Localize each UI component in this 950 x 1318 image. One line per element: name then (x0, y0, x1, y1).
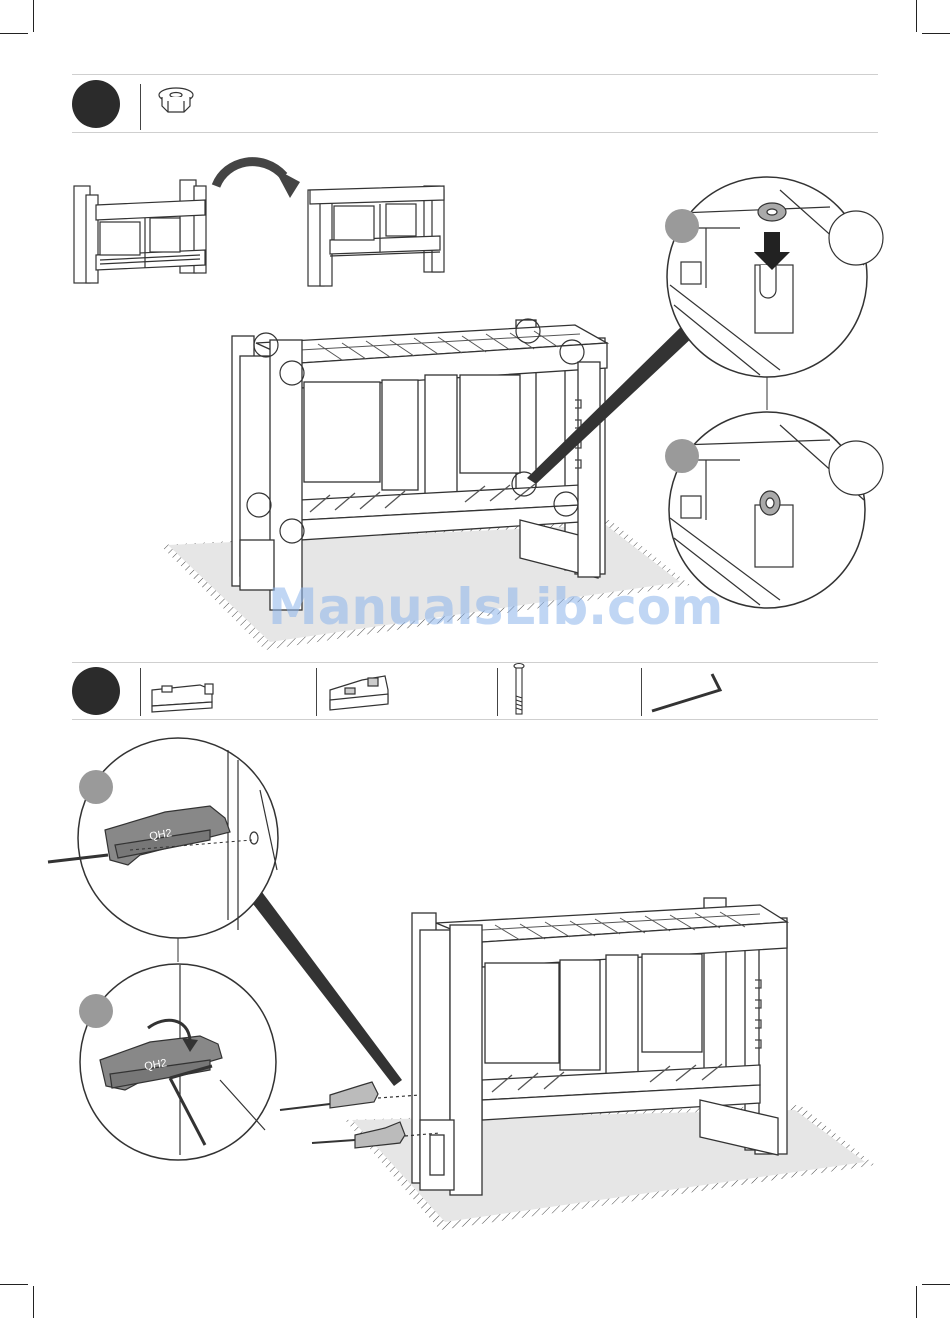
small-shelf-before-flip (74, 180, 206, 283)
detail-view-nut-insert (665, 177, 883, 377)
qh1-bracket-part-icon (152, 684, 213, 712)
hex-key-part-icon (652, 674, 720, 711)
flip-arrow-icon (216, 162, 300, 198)
detail-view-bracket-bolt: QH2 (48, 738, 278, 938)
qh2-bracket-part-icon (330, 676, 388, 710)
detail-view-bracket-tighten: QH2 (79, 964, 276, 1160)
bracket-attach-upper (280, 1082, 420, 1110)
bolt-part-icon (514, 664, 524, 715)
small-shelf-after-flip (308, 186, 444, 286)
watermark-text: ManualsLib.com (268, 578, 723, 636)
hex-nut-part-icon (159, 88, 193, 112)
